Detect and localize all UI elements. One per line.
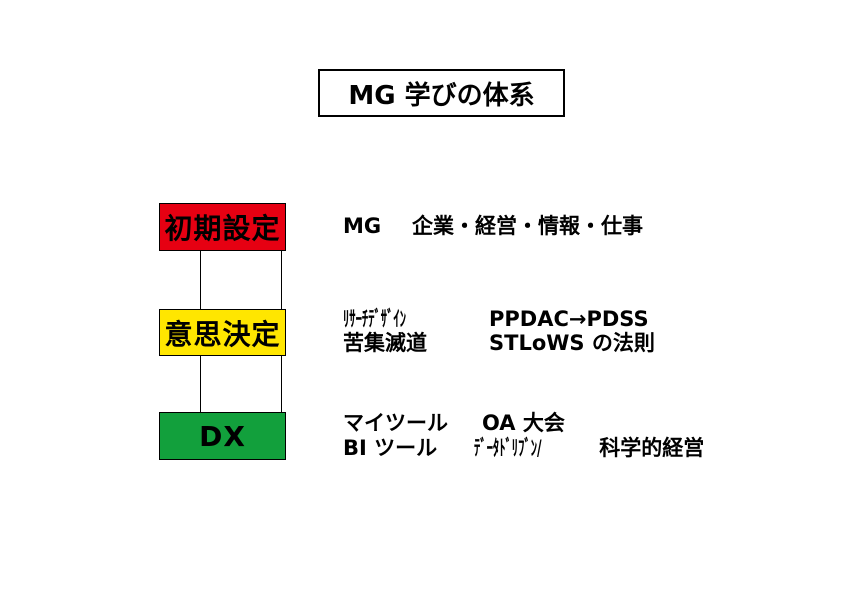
stage-decision-making-label: 意思決定 [164,317,281,351]
stage-dx: DX [159,412,286,460]
data-driven-text: ﾃﾞｰﾀﾄﾞﾘﾌﾞﾝ/ [474,436,542,460]
stage-dx-label: DX [199,419,246,453]
connector-line [200,356,201,412]
decision-line1-right-text: PPDAC→PDSS [489,307,649,331]
initial-setting-right-text: 企業・経営・情報・仕事 [412,214,643,238]
research-design-text: ﾘｻｰﾁﾃﾞｻﾞｲﾝ [343,307,406,331]
connector-line [281,251,282,309]
decision-line2-right-text: STLoWS の法則 [489,331,655,355]
dx-line2-left-text: BI ツール [343,436,438,460]
diagram-title: MG 学びの体系 [318,69,565,117]
connector-line [200,251,201,309]
stage-initial-setting: 初期設定 [159,203,286,251]
stage-initial-setting-label: 初期設定 [164,212,281,245]
decision-line2-left-text: 苦集滅道 [343,331,427,355]
decision-line1-left-text: ﾘｻｰﾁﾃﾞｻﾞｲﾝ [343,307,448,331]
dx-line1-right-text: OA 大会 [482,411,565,435]
initial-setting-left-text: MG [343,214,382,238]
scientific-management-text: 科学的経営 [592,436,705,460]
dx-line2-right-text: ﾃﾞｰﾀﾄﾞﾘﾌﾞﾝ/ 科学的経営 [474,436,704,460]
dx-line1-left-text: マイツール [343,411,448,435]
connector-line [281,356,282,412]
stage-decision-making: 意思決定 [159,309,286,356]
